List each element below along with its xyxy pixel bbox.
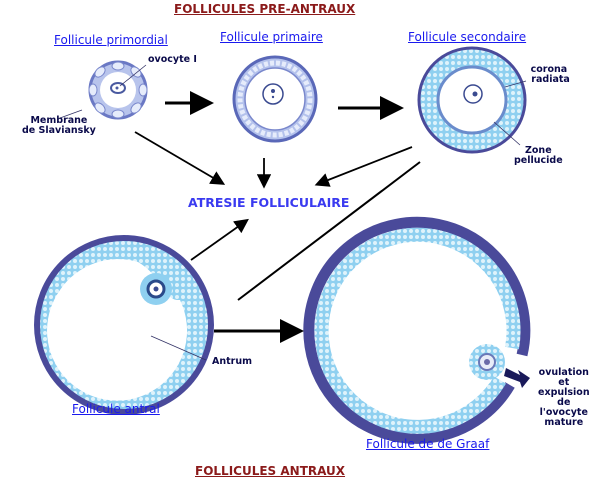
link-secondary-follicle[interactable]: Follicule secondaire [408,30,527,44]
heading-pre-antral: FOLLICULES PRE-ANTRAUX [174,2,356,16]
primary-follicle-drawing [232,55,318,143]
graaf-follicle-drawing [303,216,531,444]
label-antrum: Antrum [212,356,253,367]
label-oocyte: ovocyte I [148,54,197,65]
secondary-follicle-drawing [417,46,527,154]
atresia-arrows [134,131,421,301]
label-corona-radiata: corona radiata [530,64,570,85]
link-primary-follicle[interactable]: Follicule primaire [220,30,323,44]
label-membrane: Membrane de Slaviansky [22,115,96,136]
heading-antral: FOLLICULES ANTRAUX [195,464,346,478]
link-antral-follicle[interactable]: Follicule antral [72,402,160,416]
link-graaf-follicle[interactable]: Follicule de de Graaf [366,437,490,451]
primordial-follicle-drawing [59,60,148,120]
label-follicular-atresia: ATRESIE FOLLICULAIRE [188,195,350,210]
ovulation-arrow [504,368,530,388]
progression-arrows [165,91,404,343]
label-zona-pellucida: Zone pellucide [514,145,563,166]
label-ovulation: ovulation et expulsion de l'ovocyte matu… [538,367,590,428]
antral-follicle-drawing [34,235,214,415]
link-primordial-follicle[interactable]: Follicule primordial [54,33,168,47]
